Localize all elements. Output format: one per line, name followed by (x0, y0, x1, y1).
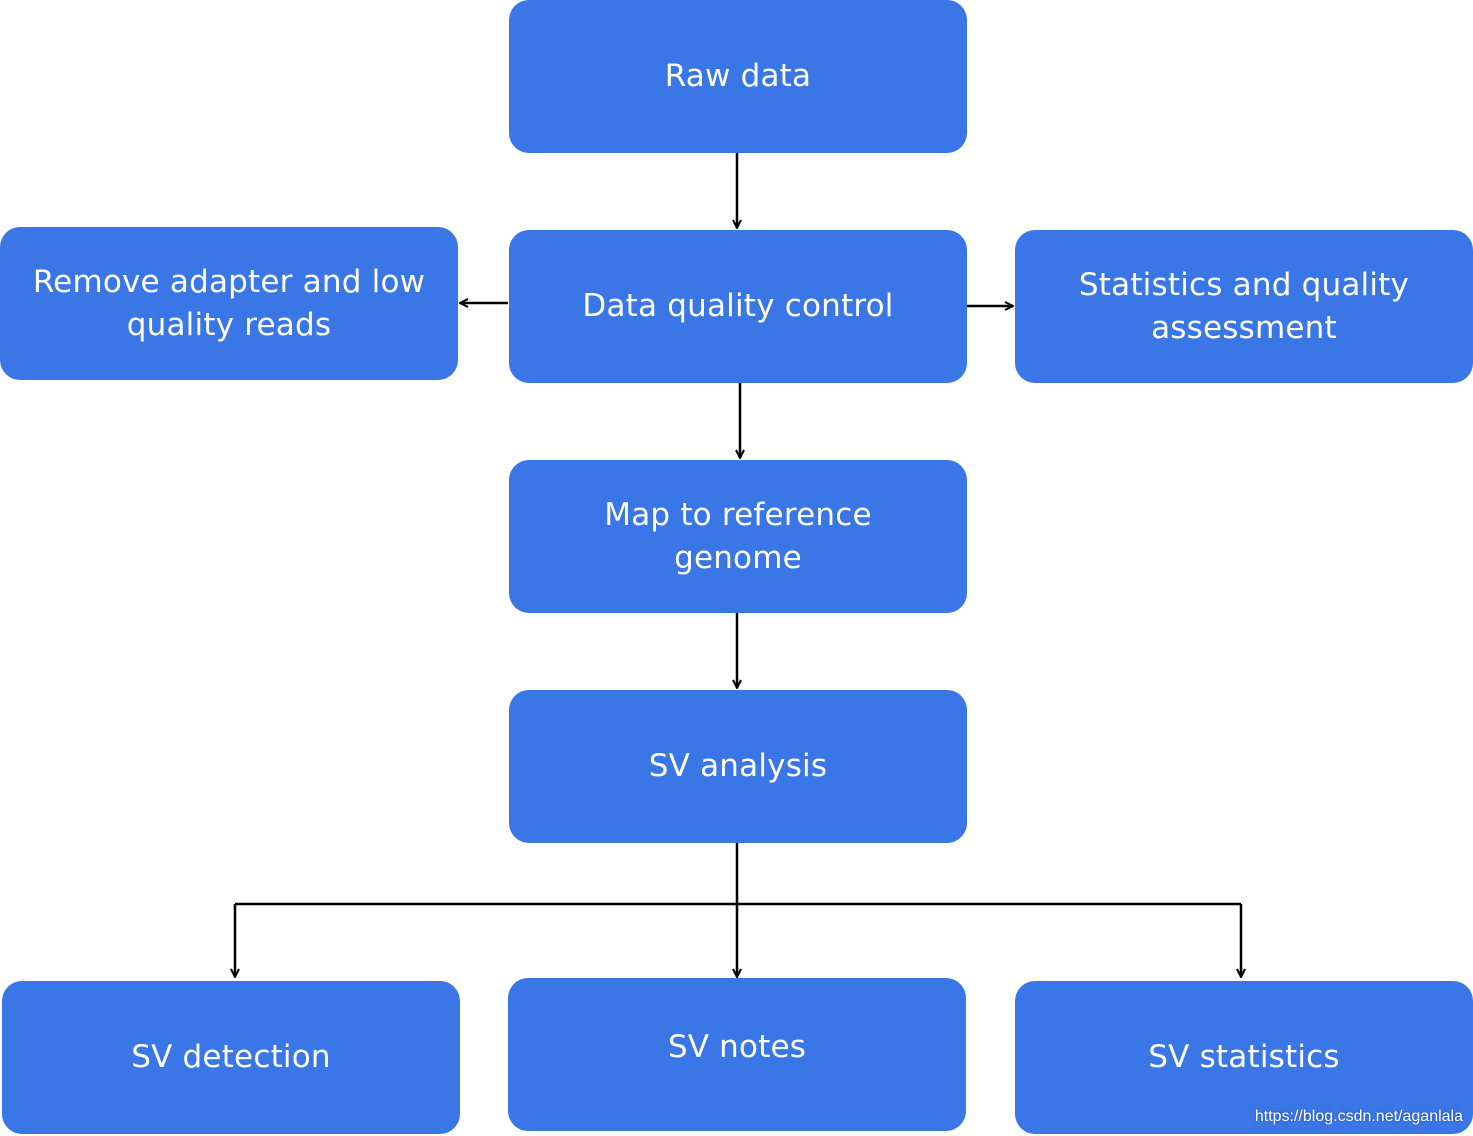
node-sv-statistics-label: SV statistics (1148, 1039, 1340, 1075)
watermark-text: https://blog.csdn.net/aganlala (1254, 1108, 1463, 1125)
node-sv-statistics: SV statistics (1015, 981, 1473, 1134)
node-remove-adapter-label: Remove adapter and low quality reads (32, 263, 426, 343)
node-raw-data-label: Raw data (664, 58, 812, 94)
node-sv-detection: SV detection (2, 981, 460, 1134)
node-data-quality-control-label: Data quality control (582, 288, 894, 324)
node-sv-notes-label: SV notes (667, 1029, 807, 1065)
node-sv-analysis-label: SV analysis (648, 748, 828, 784)
node-data-quality-control: Data quality control (509, 230, 967, 383)
node-map-reference-label: Map to reference genome (604, 496, 872, 576)
node-statistics-quality-label: Statistics and quality assessment (1078, 266, 1410, 346)
node-raw-data: Raw data (509, 0, 967, 153)
node-sv-detection-label: SV detection (131, 1039, 331, 1075)
node-sv-notes: SV notes (508, 978, 966, 1131)
node-remove-adapter: Remove adapter and low quality reads (0, 227, 458, 380)
node-statistics-quality: Statistics and quality assessment (1015, 230, 1473, 383)
node-sv-analysis: SV analysis (509, 690, 967, 843)
node-map-reference: Map to reference genome (509, 460, 967, 613)
